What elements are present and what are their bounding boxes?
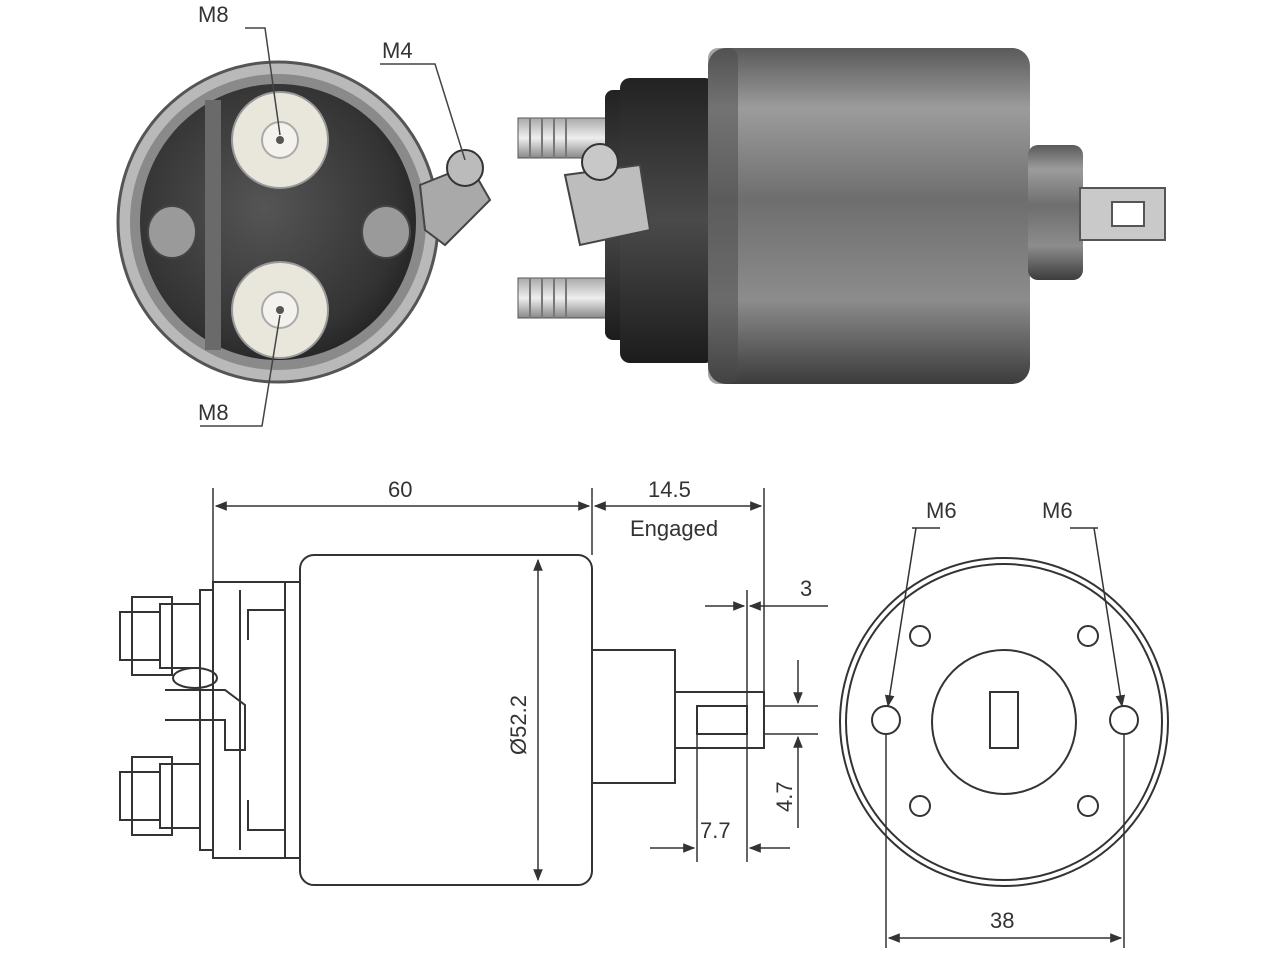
dim-tab-width: 4.7	[772, 781, 797, 812]
dim-tab-thickness: 3	[800, 576, 812, 601]
dim-travel: 14.5	[648, 477, 691, 502]
dim-diameter: Ø52.2	[506, 695, 531, 755]
dim-tab-length: 7.7	[700, 818, 731, 843]
front-photo: M8 M4 M8	[116, 2, 492, 427]
dim-travel-note: Engaged	[630, 516, 718, 541]
side-view-drawing	[119, 554, 765, 886]
side-view-dimensions	[212, 488, 828, 882]
label-front-bottom-m8: M8	[198, 400, 229, 425]
label-mount-right-m6: M6	[1042, 498, 1073, 523]
label-front-small-m4: M4	[382, 38, 413, 63]
side-photo	[517, 48, 1166, 384]
dim-bolt-spacing: 38	[990, 908, 1014, 933]
end-view-drawing	[839, 557, 1169, 887]
dim-length: 60	[388, 477, 412, 502]
label-front-top-m8: M8	[198, 2, 229, 27]
label-mount-left-m6: M6	[926, 498, 957, 523]
end-view-dimensions	[884, 527, 1126, 948]
